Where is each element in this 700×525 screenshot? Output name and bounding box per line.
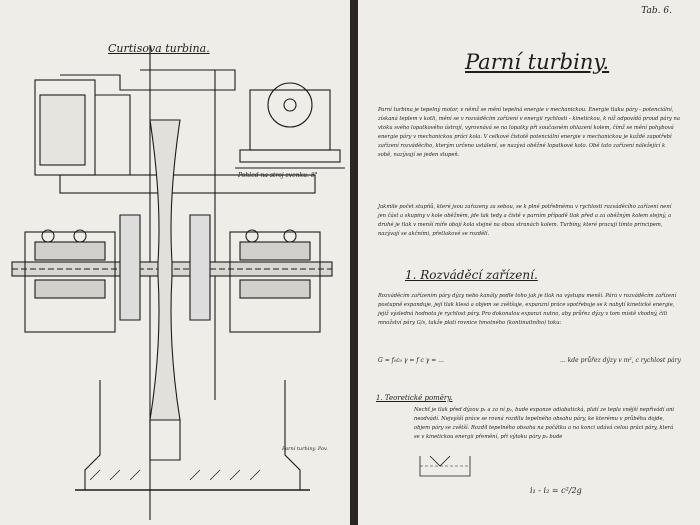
left-lubricator-2 [73,229,87,243]
exhaust-casing [84,380,301,491]
continuity-note: ... kde průřez dýzy v m², c rychlost pár… [560,357,681,364]
side-view-base [239,149,341,163]
side-view-hub [283,98,297,112]
left-bearing-top [34,241,106,261]
drawing-title: Curtisova turbina. [108,42,210,55]
book-gutter [350,0,358,525]
section-heading: 1. Rozváděcí zařízení. [405,268,538,282]
steam-chest-inner [39,94,86,166]
page-title: Parní turbiny. [465,50,610,74]
paragraph-stages: Jakmile počet stupňů, které jsou zařazen… [378,204,672,237]
right-bearing-housing [229,231,321,333]
continuity-equation: G = f₀c₀ γ = f c γ = ... [378,357,444,364]
paragraph-nozzles: Rozváděcím zařízením páry dýzy nebo kaná… [378,293,677,326]
upper-frame [59,174,316,194]
energy-equation: i₁ - i₂ = c²/2g [530,486,582,495]
right-page [358,0,700,525]
exhaust-walls [140,69,216,520]
drawing-stamp: Parní turbiny. Pav. [282,446,328,452]
side-view-flywheel [267,82,313,128]
right-bearing-bottom [239,279,311,299]
right-lubricator-2 [283,229,297,243]
left-bearing-bottom [34,279,106,299]
paragraph-theory: Nechť je tlak před dýzou p₁ a za ní p₂, … [414,407,675,440]
foundation-hatching [89,469,261,481]
right-lubricator-1 [245,229,259,243]
right-bearing-top [239,241,311,261]
sheet-number: Tab. 6. [641,6,672,16]
subsection-heading: 1. Teoretické poměry. [376,394,453,402]
shaft-glands [119,214,211,321]
paragraph-intro: Parní turbina je tepelný motor, v němž s… [378,107,680,158]
left-lubricator-1 [41,229,55,243]
exhaust-throat [149,420,181,461]
left-bearing-housing [24,231,116,333]
inlet-pipe [95,94,131,176]
view-caption: Pohled na stroj zvenku. 8° [238,172,318,179]
